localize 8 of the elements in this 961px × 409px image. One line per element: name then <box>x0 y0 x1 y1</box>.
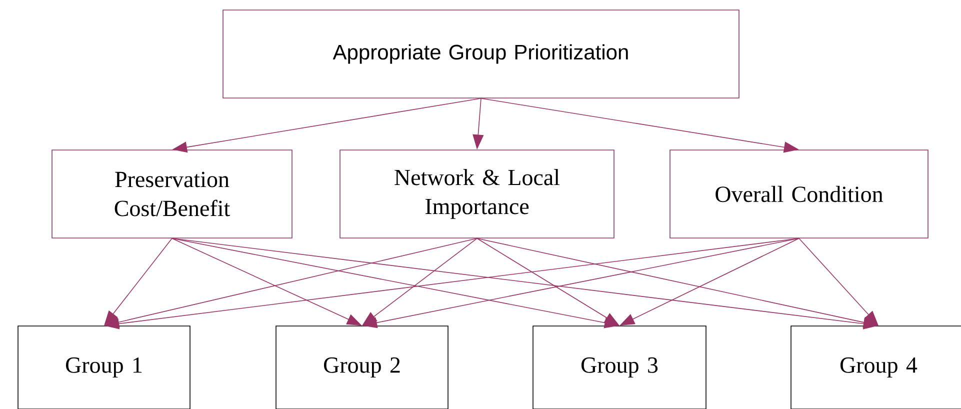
group-box: Group 1 <box>18 326 190 409</box>
criterion-box: Network & Local Importance <box>340 150 614 238</box>
group-box: Group 4 <box>790 326 961 409</box>
title-box: Appropriate Group Prioritization <box>222 10 740 98</box>
criterion-box: Overall Condition <box>670 150 928 238</box>
group-box: Group 2 <box>276 326 448 409</box>
group-box: Group 3 <box>532 326 706 409</box>
criterion-box: Preservation Cost/Benefit <box>52 150 292 238</box>
